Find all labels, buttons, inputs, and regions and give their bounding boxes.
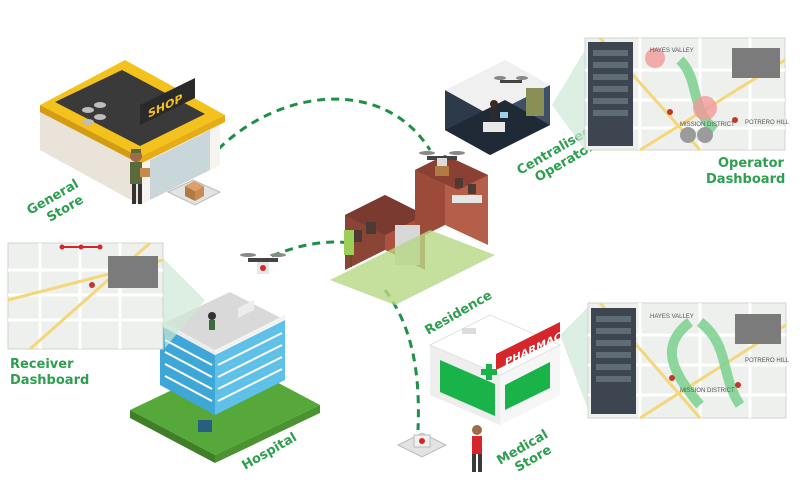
medical-map-label-1: HAYES VALLEY bbox=[650, 314, 694, 320]
operator-dashboard-camera-feed bbox=[732, 48, 780, 78]
route-store-to-operator bbox=[198, 97, 432, 171]
operator-map-label-3: POTRERO HILL bbox=[745, 120, 790, 126]
medical-map-label-2: MISSION DISTRICT bbox=[680, 388, 735, 394]
package-pad-pharmacy bbox=[396, 432, 448, 458]
operator-dashboard-beam bbox=[552, 50, 585, 150]
medical-dashboard-map: HAYES VALLEY MISSION DISTRICT POTRERO HI… bbox=[587, 302, 790, 420]
package-pad-store bbox=[166, 179, 222, 206]
residence-building bbox=[330, 155, 495, 305]
shop-sign bbox=[140, 78, 195, 125]
drone-top bbox=[419, 151, 465, 176]
medical-dashboard-camera-feed bbox=[735, 314, 781, 344]
medical-dashboard-panel bbox=[591, 308, 636, 414]
drone-operator bbox=[494, 76, 528, 83]
receiver-dashboard-camera-feed bbox=[108, 256, 158, 288]
receiver-dashboard-map bbox=[7, 241, 164, 351]
pharmacy-building: PHARMACY bbox=[428, 314, 569, 425]
operator-dashboard-panel bbox=[588, 42, 633, 146]
shopkeeper-person bbox=[130, 149, 150, 204]
operator-map-label-1: HAYES VALLEY bbox=[650, 48, 694, 54]
medical-dashboard-beam bbox=[560, 305, 590, 415]
general-store-building: SHOP bbox=[40, 60, 225, 205]
label-receiver-dashboard-line2: Dashboard bbox=[10, 373, 89, 388]
medical-map-label-3: POTRERO HILL bbox=[745, 358, 790, 364]
label-operator-dashboard-line2: Dashboard bbox=[706, 172, 785, 187]
operator-map-label-2: MISSION DISTRICT bbox=[680, 122, 735, 128]
label-receiver-dashboard-line1: Receiver bbox=[10, 357, 74, 372]
label-operator-dashboard-line1: Operator bbox=[718, 156, 785, 171]
receiver-dashboard-beam bbox=[160, 255, 205, 348]
pharmacy-customer bbox=[472, 425, 482, 472]
route-residence-to-medical bbox=[383, 289, 420, 431]
pharmacy-sign bbox=[496, 322, 560, 370]
drone-middle bbox=[240, 253, 286, 274]
hospital-building bbox=[130, 292, 320, 463]
operator-dashboard-map: HAYES VALLEY MISSION DISTRICT POTRERO HI… bbox=[584, 37, 790, 152]
